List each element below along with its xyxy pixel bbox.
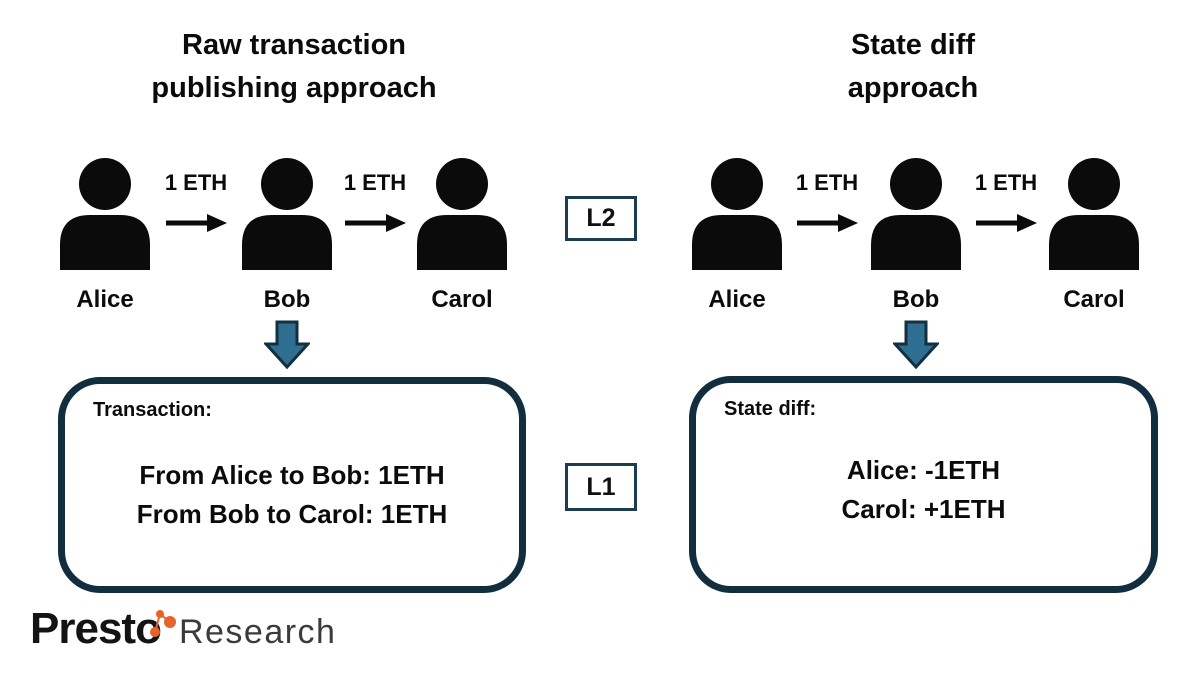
arrow-right-icon (166, 214, 227, 232)
transfer-amount-label: 1 ETH (164, 170, 228, 195)
logo-brand-text: Presto (30, 604, 162, 653)
left-title-line2: publishing approach (151, 72, 437, 104)
right-approach-title: State diff approach (713, 24, 1113, 110)
person-name-label: Bob (892, 286, 940, 313)
user-icon-alice-left (60, 158, 150, 270)
right-title-line1: State diff (850, 29, 976, 61)
person-name-label: Carol (431, 286, 493, 313)
arrow-right-icon (345, 214, 406, 232)
logo-molecule-icon (150, 610, 176, 637)
state-diff-box-title: State diff: (724, 398, 817, 420)
logo-suffix-text: Research (178, 613, 337, 651)
person-name-label: Alice (708, 286, 766, 313)
user-icon-carol-left (417, 158, 507, 270)
presto-research-logo: Presto Research (30, 604, 336, 654)
left-title-line1: Raw transaction (182, 29, 406, 61)
transfer-amount-label: 1 ETH (974, 170, 1038, 195)
user-icon-bob-right (871, 158, 961, 270)
l1-badge: L1 (565, 463, 637, 511)
user-icon-bob-left (242, 158, 332, 270)
arrow-right-icon (797, 214, 858, 232)
person-name-label: Carol (1063, 286, 1125, 313)
person-name-label: Bob (263, 286, 311, 313)
l2-badge: L2 (565, 196, 637, 241)
user-icon-alice-right (692, 158, 782, 270)
arrow-right-icon (976, 214, 1037, 232)
state-diff-box: State diff: Alice: -1ETH Carol: +1ETH (689, 376, 1158, 593)
down-arrow-icon-right (893, 320, 939, 370)
transfer-amount-label: 1 ETH (343, 170, 407, 195)
user-icon-carol-right (1049, 158, 1139, 270)
transfer-amount-label: 1 ETH (795, 170, 859, 195)
transaction-box: Transaction: From Alice to Bob: 1ETH Fro… (58, 377, 526, 593)
left-approach-title: Raw transaction publishing approach (94, 24, 494, 110)
state-diff-box-line: Alice: -1ETH (846, 455, 1001, 485)
transaction-box-line: From Alice to Bob: 1ETH (139, 460, 445, 490)
down-arrow-icon-left (264, 320, 310, 370)
transaction-box-line: From Bob to Carol: 1ETH (136, 499, 448, 529)
right-title-line2: approach (847, 72, 979, 104)
person-name-label: Alice (76, 286, 134, 313)
transaction-box-title: Transaction: (93, 399, 212, 421)
state-diff-box-line: Carol: +1ETH (841, 494, 1006, 524)
